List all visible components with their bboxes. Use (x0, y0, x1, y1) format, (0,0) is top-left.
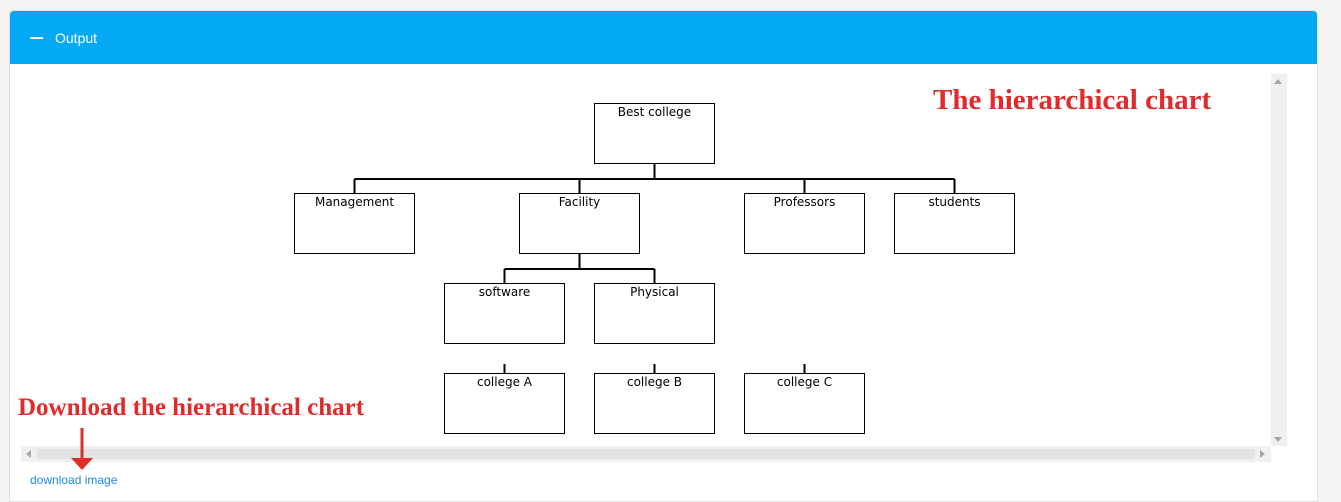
scroll-right-arrow-icon[interactable] (1260, 450, 1265, 458)
org-node-facility: Facility (519, 193, 640, 254)
org-node-box (744, 373, 865, 434)
org-node-box (744, 193, 865, 254)
org-node-best-college: Best college (594, 103, 715, 164)
org-node-software: software (444, 283, 565, 344)
org-node-college-a: college A (444, 373, 565, 434)
org-chart-edges (353, 164, 956, 373)
org-node-label: software (479, 285, 531, 299)
org-node-box (894, 193, 1015, 254)
org-node-management: Management (294, 193, 415, 254)
download-image-link[interactable]: download image (30, 473, 118, 487)
chart-annotation-label: The hierarchical chart (933, 84, 1212, 116)
org-node-label: Management (315, 195, 394, 209)
org-node-box (594, 103, 715, 164)
download-annotation-label: Download the hierarchical chart (18, 394, 365, 421)
horizontal-scroll-thumb[interactable] (37, 449, 1255, 459)
org-node-box (294, 193, 415, 254)
org-node-box (594, 373, 715, 434)
panel-title: Output (55, 29, 98, 46)
org-node-label: Professors (774, 195, 836, 209)
scroll-up-arrow-icon[interactable] (1274, 79, 1282, 84)
org-node-label: students (928, 195, 980, 209)
horizontal-scrollbar[interactable] (21, 446, 1271, 462)
org-node-college-b: college B (594, 373, 715, 434)
org-node-college-c: college C (744, 373, 865, 434)
org-node-box (594, 283, 715, 344)
org-node-physical: Physical (594, 283, 715, 344)
org-node-label: Facility (559, 195, 601, 209)
scroll-down-arrow-icon[interactable] (1274, 437, 1282, 442)
org-node-label: college B (627, 375, 682, 389)
org-node-students: students (894, 193, 1015, 254)
scroll-left-arrow-icon[interactable] (26, 450, 31, 458)
org-node-label: college A (477, 375, 533, 389)
org-node-label: Physical (630, 285, 679, 299)
org-node-box (444, 283, 565, 344)
org-node-professors: Professors (744, 193, 865, 254)
org-node-box (444, 373, 565, 434)
vertical-scrollbar[interactable] (1271, 74, 1287, 446)
org-node-box (519, 193, 640, 254)
arrow-down-icon (71, 428, 93, 470)
minus-icon[interactable] (30, 36, 46, 39)
org-node-label: Best college (618, 105, 691, 119)
org-node-label: college C (777, 375, 832, 389)
panel-header[interactable]: Output (10, 11, 1317, 64)
